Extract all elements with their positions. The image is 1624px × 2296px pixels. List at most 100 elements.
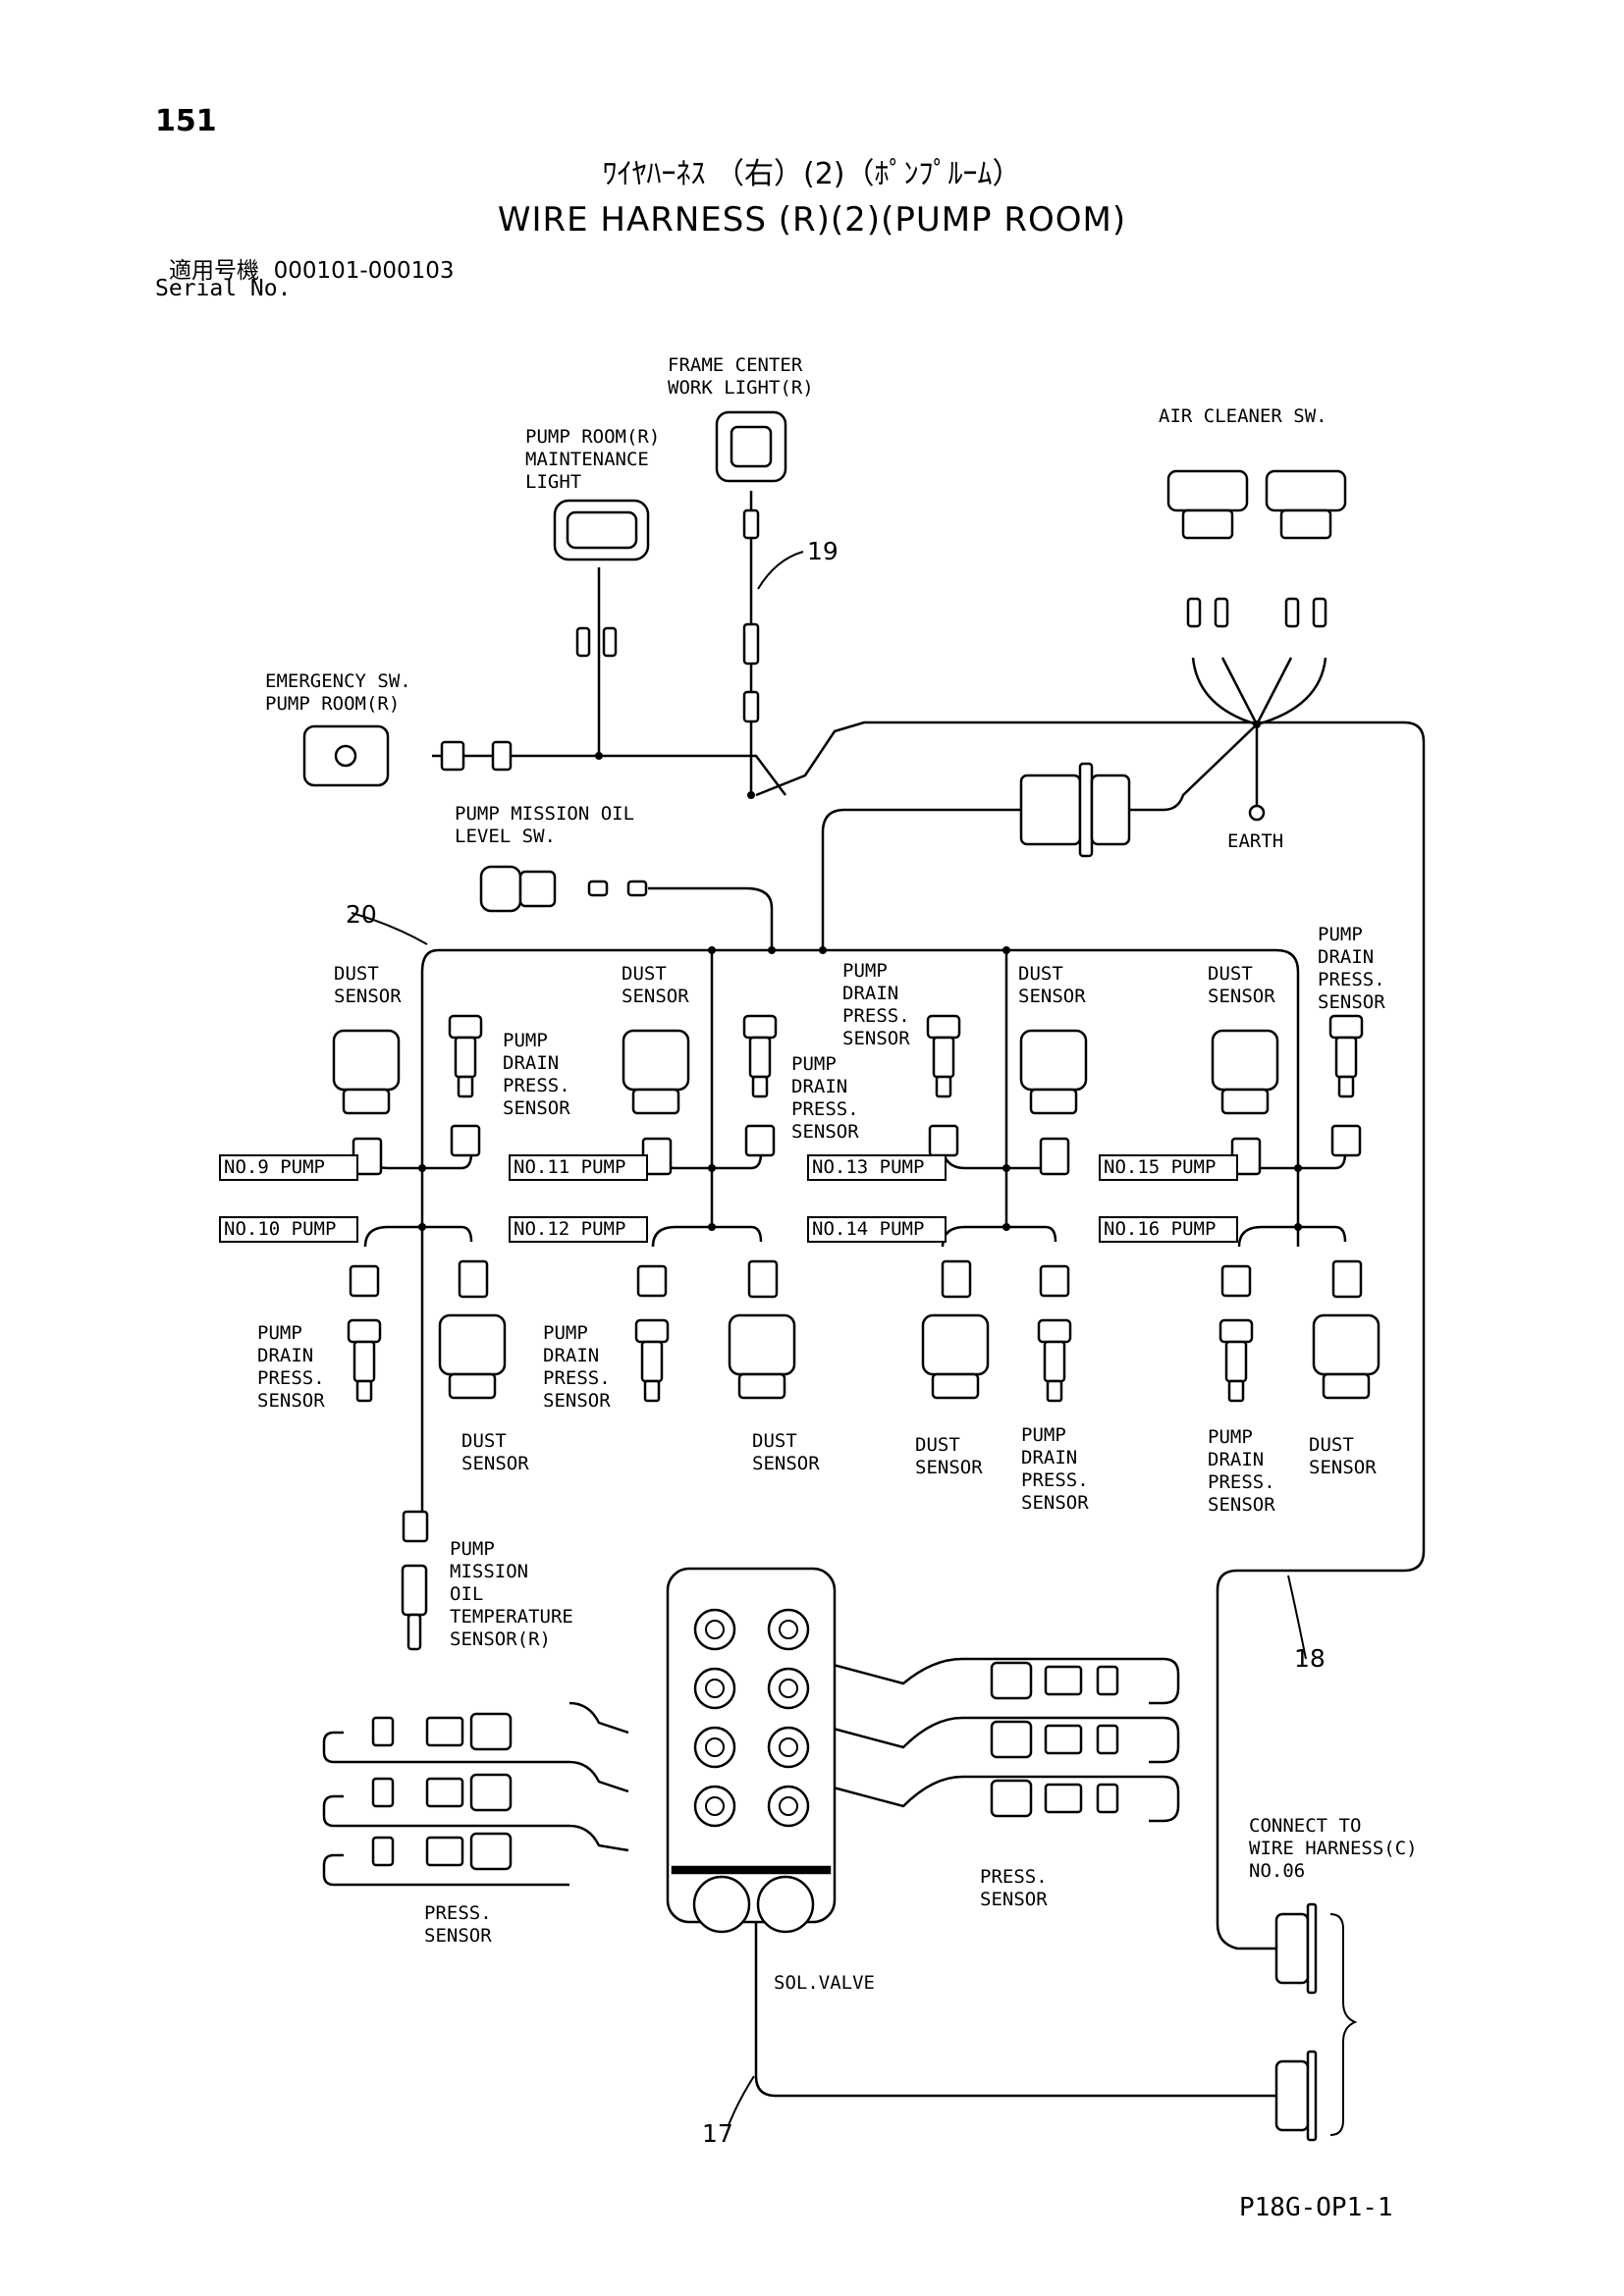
- ring-connector-icon: [1019, 774, 1082, 846]
- pump-tag-16: NO.16 PUMP: [1099, 1216, 1238, 1243]
- valve-spool-core: [779, 1737, 798, 1757]
- connector-icon: [742, 508, 760, 540]
- svg-text:NO.9 PUMP: NO.9 PUMP: [224, 1156, 325, 1178]
- drain-press-sensor-icon: [1328, 1014, 1364, 1157]
- valve-spool-core: [779, 1679, 798, 1698]
- drain-press-sensor-icon: [742, 1014, 778, 1157]
- dust-sensor-icon: [1211, 1029, 1279, 1176]
- page-number: 151: [155, 104, 217, 138]
- components: [302, 410, 1347, 1934]
- drain-press-sensor-icon: [634, 1264, 670, 1403]
- earth-icon: [1248, 804, 1266, 822]
- press-sensors: [371, 1661, 1119, 1871]
- valve-spool-core: [705, 1796, 725, 1816]
- label-air-cleaner: AIR CLEANER SW.: [1159, 405, 1327, 427]
- dust-sensor-icon: [1312, 1259, 1380, 1400]
- serial-label-jp: 適用号機: [169, 258, 259, 284]
- callout-leaders: [351, 551, 1307, 2126]
- pump-tag-14: NO.14 PUMP: [807, 1216, 947, 1243]
- document-id: P18G-OP1-1: [1239, 2193, 1393, 2222]
- serial-label-en: Serial No.: [155, 276, 292, 301]
- svg-text:NO.14 PUMP: NO.14 PUMP: [812, 1218, 924, 1240]
- label-emergency: EMERGENCY SW.PUMP ROOM(R): [265, 670, 411, 715]
- ring-connector-wire: [1129, 723, 1258, 812]
- row-no16-wire: [1237, 1225, 1347, 1248]
- valve-spool-core: [779, 1620, 798, 1639]
- sensor-units: [332, 1014, 1380, 1828]
- valve-spool-core: [705, 1737, 725, 1757]
- junction-dots: [418, 721, 1302, 1231]
- pump-tag-9: NO.9 PUMP: [219, 1154, 358, 1181]
- svg-text:NO.13 PUMP: NO.13 PUMP: [812, 1156, 924, 1178]
- air-cleaner-switch-icon: [1265, 469, 1347, 512]
- harness-18-wire: [755, 721, 1426, 1950]
- drain-press-sensor-icon: [1037, 1264, 1072, 1403]
- harness-20-bus: [438, 948, 1300, 1247]
- dust-sensor-icon: [332, 1029, 401, 1176]
- press-loop-right-2: [829, 1716, 1180, 1764]
- callout-18: 18: [1294, 1644, 1326, 1673]
- press-loop-left-3: [322, 1824, 629, 1887]
- harness-17-wire: [754, 1904, 1276, 2098]
- dust-sensor-icon: [921, 1259, 990, 1400]
- drain-press-sensor-icon: [347, 1264, 382, 1403]
- press-loop-right-3: [829, 1775, 1180, 1823]
- title-english: WIRE HARNESS (R)(2)(PUMP ROOM): [497, 200, 1127, 240]
- svg-text:NO.11 PUMP: NO.11 PUMP: [514, 1156, 625, 1178]
- svg-text:NO.15 PUMP: NO.15 PUMP: [1104, 1156, 1216, 1178]
- row-no10-wire: [363, 1225, 473, 1248]
- callout-19: 19: [807, 537, 839, 565]
- press-loop-right-1: [829, 1657, 1180, 1705]
- drain-press-sensor-icon: [1218, 1264, 1254, 1403]
- pump-tag-11: NO.11 PUMP: [509, 1154, 648, 1181]
- air-cleaner-switch-icon: [1166, 469, 1249, 512]
- press-loop-left-2: [322, 1760, 629, 1828]
- dust-sensor-icon: [438, 1259, 507, 1400]
- connector-icon: [742, 622, 760, 666]
- label-sol-valve: SOL.VALVE: [774, 1972, 875, 1994]
- connect-to-connectors: [1274, 1902, 1318, 2142]
- callout-17: 17: [702, 2119, 733, 2148]
- drain-press-sensor-icon: [448, 1014, 483, 1157]
- valve-spool-core: [779, 1796, 798, 1816]
- oil-temp-sensor-icon: [402, 1510, 429, 1543]
- dust-sensor-icon: [622, 1029, 690, 1176]
- pump-tag-15: NO.15 PUMP: [1099, 1154, 1238, 1181]
- row-no14-wire: [941, 1225, 1057, 1248]
- serial-range: 000101-000103: [273, 258, 455, 284]
- oil-level-switch-icon: [479, 865, 522, 913]
- valve-port: [692, 1875, 751, 1934]
- ring-to-trunk-wire: [821, 808, 1021, 950]
- oil-level-lead: [648, 886, 774, 950]
- row-no13-wire: [941, 1143, 1057, 1170]
- callout-numbers: 17 18 19 20: [346, 537, 1326, 2148]
- solenoid-valve-block: [666, 1567, 837, 1924]
- valve-spool-core: [705, 1620, 725, 1639]
- callout-20: 20: [346, 900, 377, 929]
- top-trunk-wire: [432, 754, 786, 796]
- label-earth: EARTH: [1227, 830, 1283, 852]
- svg-text:NO.10 PUMP: NO.10 PUMP: [224, 1218, 336, 1240]
- dust-sensor-icon: [1019, 1029, 1088, 1176]
